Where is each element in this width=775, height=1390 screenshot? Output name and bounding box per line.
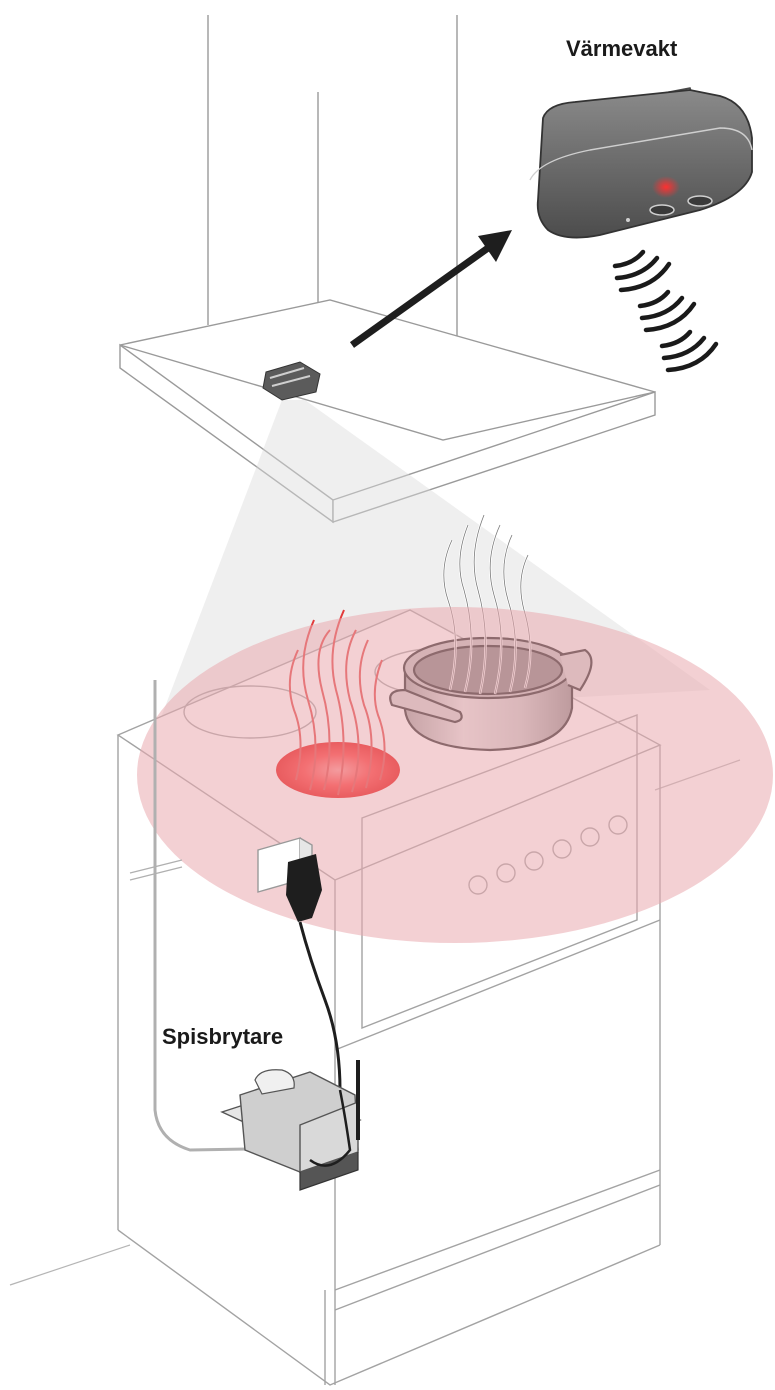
arrow-icon	[352, 230, 512, 345]
heat-guard-label: Värmevakt	[566, 36, 677, 62]
led-indicator	[652, 176, 680, 198]
wireless-signal-icon	[615, 252, 716, 370]
heat-guard-device	[530, 88, 752, 238]
heat-detection-zone	[137, 607, 773, 943]
stove-switch-label: Spisbrytare	[162, 1024, 283, 1050]
